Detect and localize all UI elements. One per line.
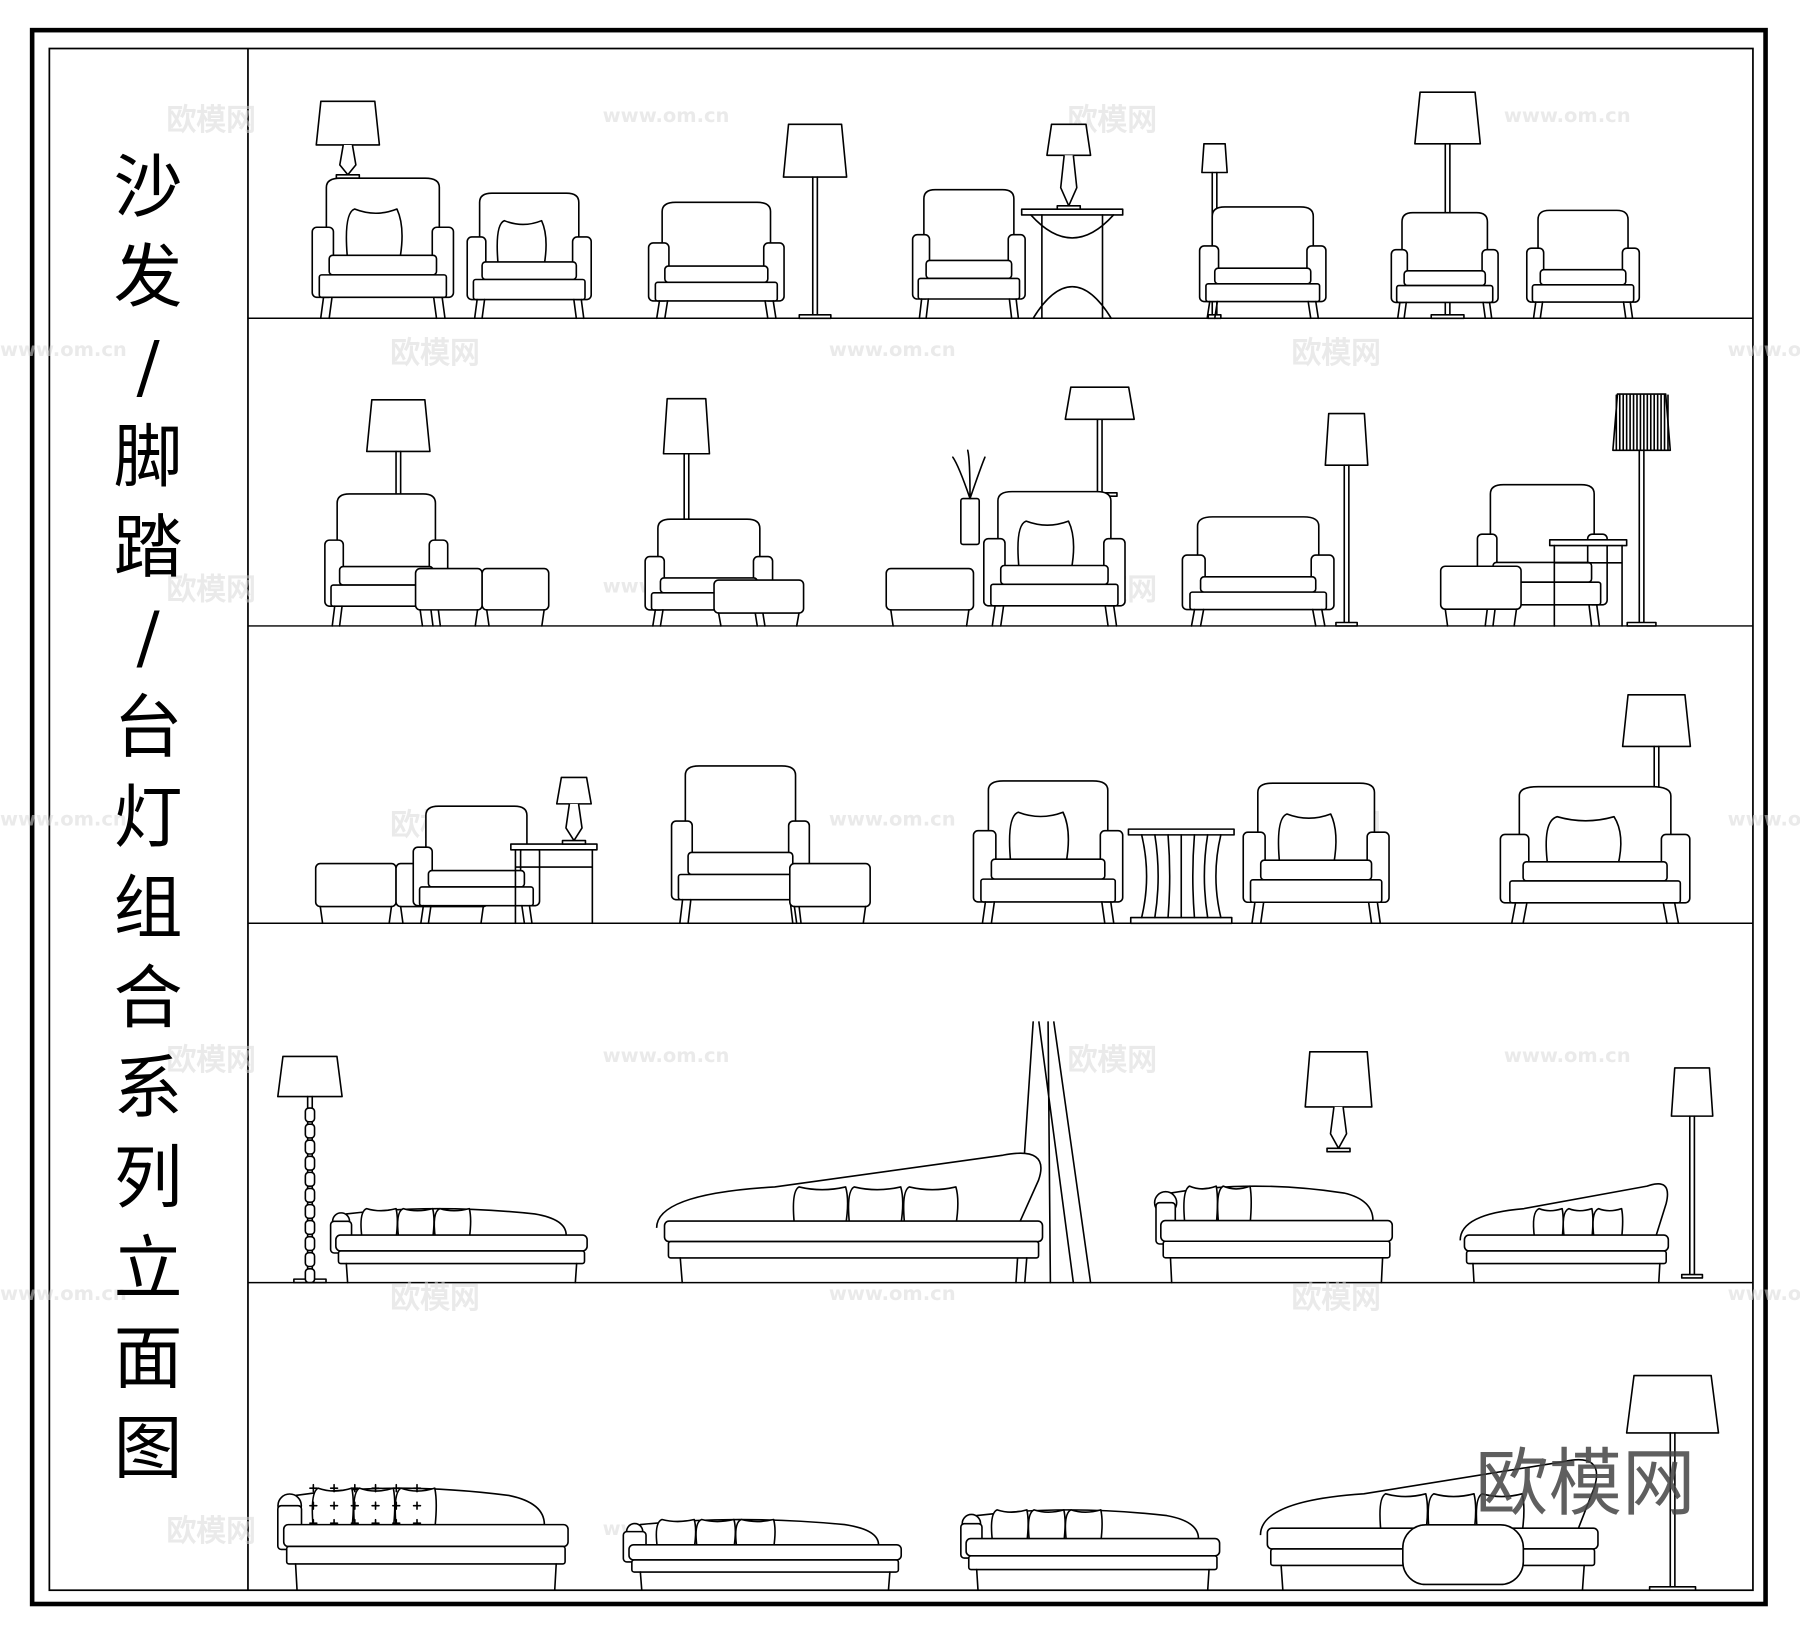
armchair — [647, 201, 785, 320]
tripod-floor-lamp — [1015, 1021, 1092, 1284]
table-lamp — [1304, 1051, 1373, 1153]
watermark-url: www.om.cn — [829, 1282, 956, 1305]
chaise-lounge — [655, 1152, 1044, 1284]
sofa — [1390, 211, 1499, 320]
title-char: 合 — [114, 958, 183, 1038]
watermark-brand: 欧模网 — [1291, 336, 1380, 371]
chaise-lounge — [1459, 1182, 1670, 1284]
floor-lamp — [1612, 393, 1672, 627]
ottoman — [414, 567, 483, 627]
armchair — [1525, 209, 1641, 320]
title-char: 面 — [114, 1319, 183, 1399]
sofa — [622, 1518, 903, 1592]
armchair — [982, 490, 1126, 627]
watermark-url: www.om.cn — [0, 1282, 127, 1305]
watermark-brand: 欧模网 — [166, 1043, 255, 1078]
watermark-url: www.om.cn — [0, 338, 127, 361]
daybed — [1153, 1185, 1394, 1284]
sofa — [1499, 785, 1691, 925]
armchair — [1242, 782, 1390, 925]
watermark-url: www.om.cn — [829, 808, 956, 831]
watermark-brand: 欧模网 — [1068, 1043, 1157, 1078]
ottoman — [713, 579, 805, 627]
armchair — [412, 805, 541, 925]
floor-lamp-chain — [304, 1107, 316, 1284]
watermark-brand: 欧模网 — [166, 103, 255, 138]
watermark-url: www.om.cn — [0, 808, 127, 831]
watermark-brand: 欧模网 — [390, 336, 479, 371]
title-char: 发 — [114, 237, 183, 317]
tufted-chaise-lounge — [277, 1483, 569, 1592]
ottoman — [885, 567, 975, 627]
watermark-url: www.om.cn — [1504, 1044, 1631, 1067]
watermark-brand: 欧模网 — [166, 1514, 255, 1549]
ottoman — [1439, 565, 1522, 627]
floor-lamp — [1625, 1374, 1720, 1592]
table-lamp — [555, 776, 593, 845]
watermark-url: www.om.cn — [1728, 338, 1800, 361]
sofa — [960, 1509, 1221, 1592]
title-char: 沙 — [114, 147, 183, 227]
floor-lamp — [782, 123, 848, 320]
title-char: 台 — [114, 688, 183, 768]
title-char: 系 — [114, 1049, 183, 1129]
side-table — [1548, 539, 1628, 627]
watermark-brand: 欧模网 — [1291, 1281, 1380, 1316]
floor-lamp — [1670, 1067, 1714, 1279]
drum-ottoman — [1402, 1523, 1525, 1586]
title-char: / — [136, 328, 160, 408]
side-table — [510, 843, 598, 925]
watermark-url: www.om.cn — [829, 338, 956, 361]
drum-table — [1127, 828, 1235, 925]
title-char: 组 — [114, 868, 183, 948]
side-table — [1020, 208, 1124, 320]
watermark-brand: 欧模网 — [390, 1281, 479, 1316]
outer-border — [29, 27, 1768, 1607]
armchair — [972, 780, 1124, 925]
inner-border — [48, 47, 1754, 1592]
watermark-url: www.om.cn — [1504, 104, 1631, 127]
title-char: / — [136, 598, 160, 678]
lounge-chair — [311, 177, 455, 320]
side-chair — [911, 188, 1026, 320]
watermark-url: www.om.cn — [603, 104, 730, 127]
title-char: 立 — [114, 1229, 183, 1309]
table-lamp — [315, 100, 381, 180]
floor-lamp — [1324, 412, 1369, 627]
chaise-lounge — [329, 1207, 588, 1284]
floor-lamp — [1064, 386, 1135, 498]
ottoman — [788, 862, 871, 925]
barrel-chair — [466, 192, 593, 320]
vase — [952, 449, 986, 546]
title-char: 列 — [114, 1139, 183, 1219]
watermark-url: www.om.cn — [603, 1044, 730, 1067]
table-lamp — [1046, 123, 1092, 211]
high-back-chair — [670, 765, 811, 925]
armchair — [1181, 516, 1335, 627]
ottoman — [481, 567, 550, 627]
title-char: 踏 — [114, 508, 183, 588]
armchair — [1198, 206, 1327, 320]
title-char: 灯 — [114, 778, 183, 858]
watermark-url: www.om.cn — [1728, 808, 1800, 831]
wing-chair — [324, 493, 449, 627]
title-char: 脚 — [114, 418, 183, 498]
brand-logo: 欧模网 — [1475, 1442, 1695, 1527]
watermark-brand: 欧模网 — [166, 573, 255, 608]
watermark-url: www.om.cn — [1728, 1282, 1800, 1305]
title-char: 图 — [114, 1409, 183, 1489]
furniture-drawings — [277, 91, 1720, 1592]
ottoman — [314, 862, 397, 925]
